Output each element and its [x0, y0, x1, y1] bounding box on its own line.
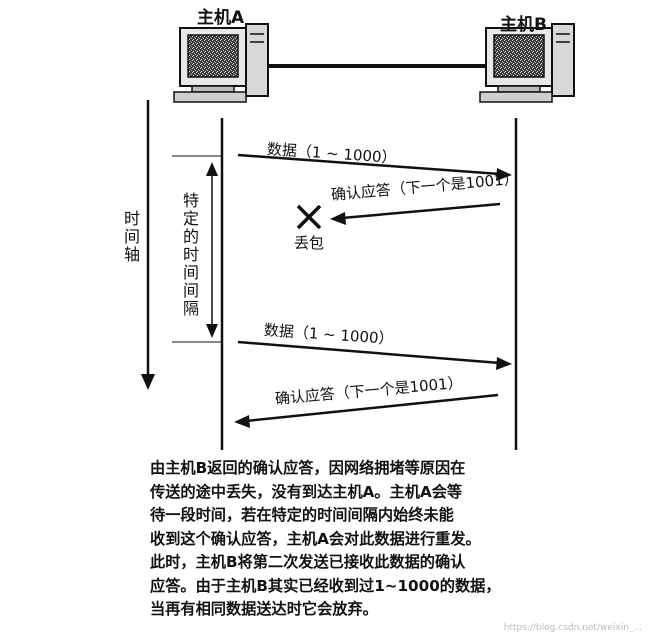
interval-double-arrow [206, 162, 218, 338]
cross-icon [296, 204, 322, 230]
host-b-computer-icon [479, 23, 575, 103]
host-a-computer-icon [173, 23, 269, 103]
caption-line: 应答。由于主机B其实已经收到过1~1000的数据， [150, 576, 501, 595]
caption: 由主机B返回的确认应答，因网络拥堵等原因在 传送的途中丢失，没有到达主机A。主机… [150, 457, 570, 622]
caption-line: 此时，主机B将第二次发送已接收此数据的确认 [150, 553, 466, 571]
caption-line: 当再有相同数据送达时它会放弃。 [150, 600, 378, 618]
time-axis-arrow [141, 100, 155, 390]
time-axis-label: 时间轴 [121, 210, 140, 264]
ack-arrow-2 [234, 393, 499, 428]
caption-line: 由主机B返回的确认应答，因网络拥堵等原因在 [150, 459, 466, 477]
host-a-label: 主机A [197, 8, 245, 28]
interval-label: 特定的时间间隔 [180, 192, 199, 318]
caption-line: 传送的途中丢失，没有到达主机A。主机A会等 [150, 482, 463, 501]
ack-arrow-lost [330, 202, 501, 225]
caption-line: 待一段时间，若在特定的时间间隔内始终未能 [150, 506, 454, 524]
data-arrow-1 [237, 153, 512, 181]
caption-line: 收到这个确认应答，主机A会对此数据进行重发。 [150, 529, 481, 548]
host-b-label: 主机B [500, 15, 547, 35]
packet-loss-label: 丢包 [294, 234, 325, 252]
watermark: https://blog.csdn.net/weixin_... [503, 623, 642, 633]
data-arrow-2 [237, 340, 512, 370]
